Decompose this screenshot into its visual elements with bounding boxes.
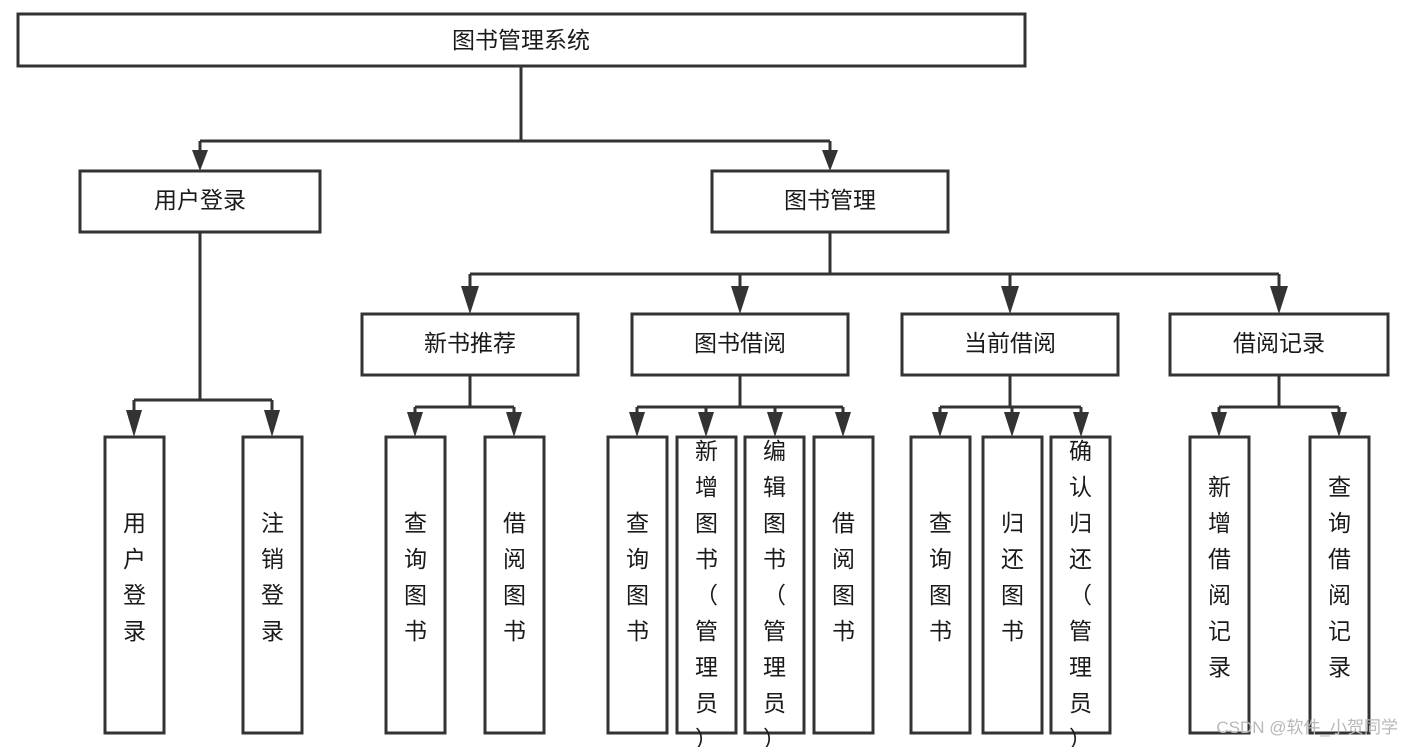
node-leaf-confirm-return-admin[interactable]: 确认归还（管理员） <box>1049 435 1112 752</box>
node-leaf-query-book-recommend[interactable]: 查询图书 <box>384 435 447 735</box>
arrow-head-leaf-confirm-return-admin <box>1073 412 1089 437</box>
connector-layer <box>126 66 1347 437</box>
leaf-node-layer: 用户登录 注销登录 查询图书 借阅图书 查询图书 新增图书（管理员） 编辑图书（管理员） 借阅… <box>103 435 1371 752</box>
node-root[interactable]: 图书管理系统 <box>16 12 1027 68</box>
node-leaf-borrow-book[interactable]: 借阅图书 <box>812 435 875 735</box>
arrow-head-leaf-query-book-current <box>932 412 948 437</box>
node-leaf-borrow-book-label: 借阅图书 <box>832 510 855 644</box>
node-leaf-borrow-book-box[interactable] <box>812 435 875 735</box>
arrow-head-leaf-return-book <box>1004 412 1020 437</box>
node-borrow-record-box[interactable] <box>1168 312 1390 377</box>
node-leaf-edit-book-admin[interactable]: 编辑图书（管理员） <box>743 435 806 752</box>
node-current-borrow-label: 当前借阅 <box>964 330 1056 356</box>
arrow-head-leaf-edit-book-admin <box>767 412 783 437</box>
node-leaf-return-book-box[interactable] <box>981 435 1044 735</box>
node-leaf-user-login[interactable]: 用户登录 <box>103 435 166 735</box>
node-leaf-query-book-borrow-label: 查询图书 <box>626 510 649 644</box>
node-leaf-query-book-current[interactable]: 查询图书 <box>909 435 972 735</box>
node-leaf-user-login-label: 用户登录 <box>123 510 146 644</box>
node-borrow-record[interactable]: 借阅记录 <box>1168 312 1390 377</box>
arrow-head-borrow-record <box>1270 286 1288 314</box>
node-leaf-query-borrow-record[interactable]: 查询借阅记录 <box>1308 435 1371 735</box>
node-leaf-edit-book-admin-label: 编辑图书（管理员） <box>763 438 786 747</box>
node-leaf-user-login-box[interactable] <box>103 435 166 735</box>
node-leaf-query-book-borrow-box[interactable] <box>606 435 669 735</box>
arrow-head-current-borrow <box>1001 286 1019 314</box>
node-leaf-return-book[interactable]: 归还图书 <box>981 435 1044 735</box>
node-current-borrow[interactable]: 当前借阅 <box>900 312 1120 377</box>
node-book-borrow[interactable]: 图书借阅 <box>630 312 850 377</box>
arrow-head-leaf-borrow-book-recommend <box>506 412 522 437</box>
node-leaf-query-book-recommend-label: 查询图书 <box>404 510 427 644</box>
node-book-borrow-label: 图书借阅 <box>694 330 786 356</box>
node-leaf-add-borrow-record[interactable]: 新增借阅记录 <box>1188 435 1251 735</box>
arrow-head-book-borrow <box>731 286 749 314</box>
node-user-login-box[interactable] <box>78 169 322 234</box>
node-leaf-edit-book-admin-box[interactable] <box>743 435 806 735</box>
node-leaf-confirm-return-admin-label: 确认归还（管理员） <box>1069 438 1092 747</box>
node-user-login-label: 用户登录 <box>154 187 246 213</box>
node-book-borrow-box[interactable] <box>630 312 850 377</box>
arrow-head-leaf-add-borrow-record <box>1211 412 1227 437</box>
node-leaf-query-borrow-record-box[interactable] <box>1308 435 1371 735</box>
node-leaf-query-borrow-record-label: 查询借阅记录 <box>1328 474 1351 680</box>
arrow-head-user-login <box>192 150 208 171</box>
arrow-head-book-management <box>822 150 838 171</box>
node-new-book-recommend-label: 新书推荐 <box>424 330 516 356</box>
node-new-book-recommend-box[interactable] <box>360 312 580 377</box>
node-leaf-query-book-current-box[interactable] <box>909 435 972 735</box>
node-leaf-add-borrow-record-label: 新增借阅记录 <box>1208 474 1231 680</box>
node-leaf-borrow-book-recommend-box[interactable] <box>483 435 546 735</box>
arrow-head-leaf-query-borrow-record <box>1331 412 1347 437</box>
node-root-label: 图书管理系统 <box>452 27 590 53</box>
arrow-head-leaf-user-login <box>126 410 142 437</box>
node-root-box[interactable] <box>16 12 1027 68</box>
node-leaf-add-book-admin-label: 新增图书（管理员） <box>695 438 718 747</box>
node-leaf-confirm-return-admin-box[interactable] <box>1049 435 1112 735</box>
csdn-watermark: CSDN @软件_小贺同学 <box>1216 718 1398 737</box>
node-leaf-add-book-admin-box[interactable] <box>675 435 738 735</box>
node-user-login[interactable]: 用户登录 <box>78 169 322 234</box>
node-leaf-user-logout[interactable]: 注销登录 <box>241 435 304 735</box>
node-borrow-record-label: 借阅记录 <box>1233 330 1325 356</box>
node-leaf-borrow-book-recommend-label: 借阅图书 <box>503 510 526 644</box>
node-current-borrow-box[interactable] <box>900 312 1120 377</box>
node-leaf-user-logout-box[interactable] <box>241 435 304 735</box>
node-leaf-user-logout-label: 注销登录 <box>261 510 284 644</box>
node-leaf-borrow-book-recommend[interactable]: 借阅图书 <box>483 435 546 735</box>
node-new-book-recommend[interactable]: 新书推荐 <box>360 312 580 377</box>
arrow-head-leaf-borrow-book <box>835 412 851 437</box>
arrow-head-leaf-user-logout <box>264 410 280 437</box>
node-leaf-add-borrow-record-box[interactable] <box>1188 435 1251 735</box>
node-layer: 图书管理系统 用户登录 图书管理 新书推荐 图书借阅 当前 <box>16 12 1390 752</box>
arrow-head-new-book-recommend <box>461 286 479 314</box>
node-leaf-add-book-admin[interactable]: 新增图书（管理员） <box>675 435 738 752</box>
node-leaf-query-book-current-label: 查询图书 <box>929 510 952 644</box>
node-leaf-query-book-recommend-box[interactable] <box>384 435 447 735</box>
arrow-head-leaf-query-book-borrow <box>629 412 645 437</box>
arrow-head-leaf-add-book-admin <box>698 412 714 437</box>
node-leaf-query-book-borrow[interactable]: 查询图书 <box>606 435 669 735</box>
arrow-head-leaf-query-book-recommend <box>407 412 423 437</box>
node-book-management-label: 图书管理 <box>784 187 876 213</box>
node-book-management[interactable]: 图书管理 <box>710 169 950 234</box>
node-leaf-return-book-label: 归还图书 <box>1001 510 1024 644</box>
node-book-management-box[interactable] <box>710 169 950 234</box>
